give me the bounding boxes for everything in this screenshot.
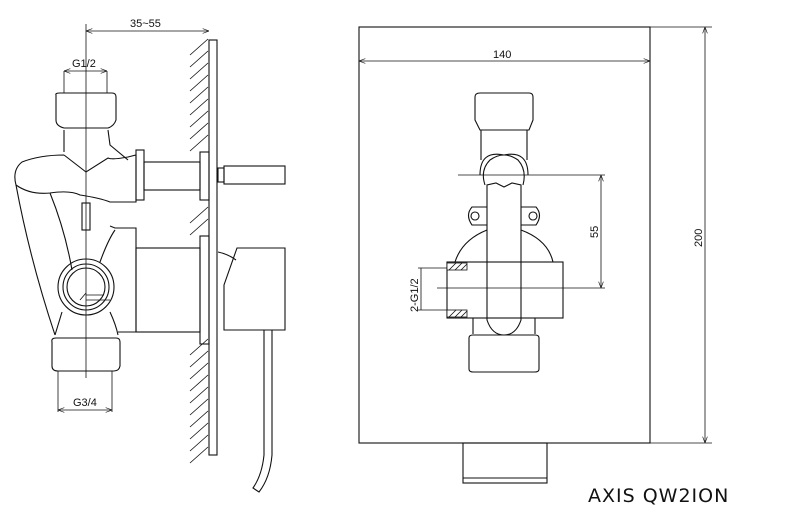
cover-plate: [358, 26, 651, 444]
hatch-line: [189, 422, 209, 440]
hatch-line: [189, 398, 209, 416]
cartridge-housing: [135, 247, 201, 333]
hatch-line: [189, 98, 209, 116]
outlet-dimension-label: G3/4: [73, 397, 97, 409]
wall-hatching: [189, 38, 209, 464]
front-top-cap: [474, 92, 534, 131]
bottom-cap: [51, 337, 121, 372]
ports-dimension-label: 2-G1/2: [409, 278, 421, 312]
hatch-line: [189, 374, 209, 392]
width-dimension-label: 140: [493, 49, 511, 61]
top-cap: [55, 92, 117, 129]
hatch-line: [189, 446, 209, 464]
hatch-line: [189, 386, 209, 404]
front-loop: [482, 154, 525, 186]
brand-logo: AXIS QW2ION: [588, 485, 729, 507]
inlet-dimension-label: G1/2: [72, 58, 96, 70]
hatch-line: [189, 410, 209, 428]
hatch-line: [189, 74, 209, 92]
height-dimension-label: 200: [693, 229, 705, 247]
outlet-port: [57, 258, 115, 316]
handle: [223, 247, 286, 331]
hatch-line: [189, 206, 209, 224]
front-stem: [486, 182, 522, 336]
hatch-line: [189, 350, 209, 368]
cartridge-protrusion: [462, 442, 548, 484]
hatch-line: [189, 218, 209, 236]
spacing-dimension-label: 55: [589, 226, 601, 238]
depth-dimension-label: 35~55: [130, 18, 161, 30]
stem-knob: [223, 165, 286, 185]
hatch-line: [189, 338, 209, 356]
hatch-line: [189, 38, 209, 56]
front-bottom-cap: [468, 334, 540, 373]
hatch-line: [189, 362, 209, 380]
stem: [143, 161, 201, 191]
lever: [252, 330, 273, 493]
front-view: 200 140 55 2-G1/2: [358, 26, 712, 484]
hatch-line: [189, 62, 209, 80]
hatch-line: [189, 110, 209, 128]
front-port-pipe: [446, 261, 564, 319]
hatch-line: [189, 434, 209, 452]
hatch-line: [189, 50, 209, 68]
valve-body-upper: [14, 154, 137, 203]
side-view: 35~55 G1/2 G3/4: [14, 18, 286, 493]
hatch-line: [189, 86, 209, 104]
hatch-line: [189, 134, 209, 152]
hatch-line: [189, 122, 209, 140]
wall-plate: [208, 39, 218, 456]
